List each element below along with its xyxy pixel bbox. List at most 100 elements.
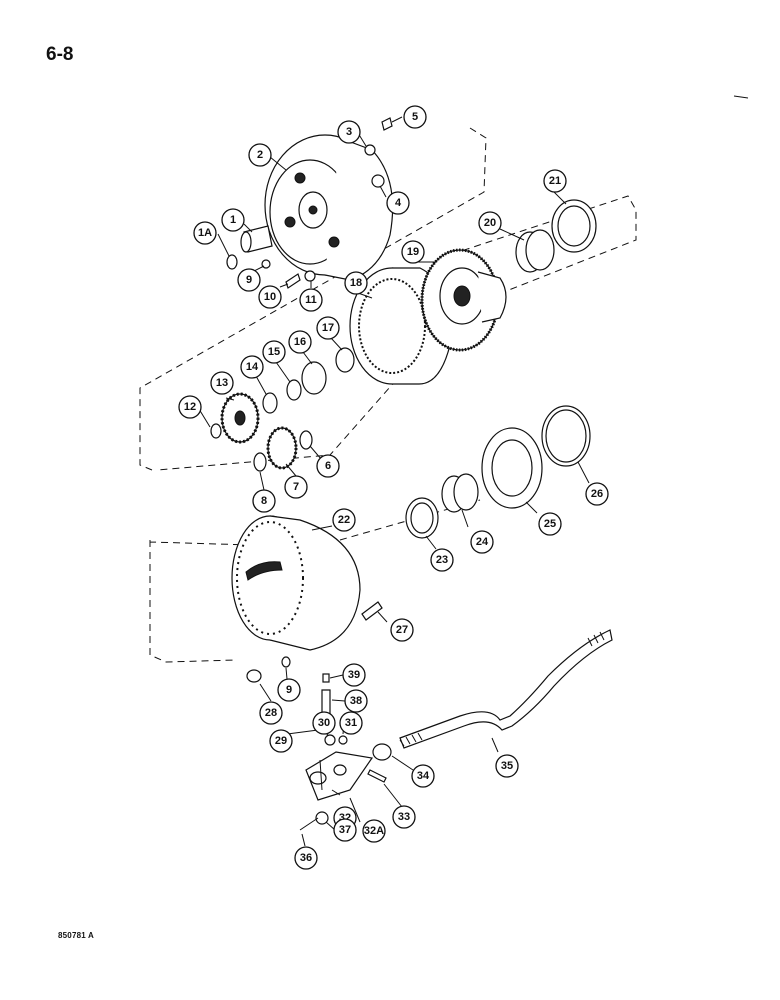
- callout-label: 5: [412, 111, 418, 123]
- callout-label: 21: [549, 175, 561, 187]
- callout-label: 16: [294, 336, 306, 348]
- washer-8-part: [253, 452, 267, 472]
- callout-label: 27: [396, 624, 408, 636]
- callout-label: 1A: [198, 227, 212, 239]
- nut-9-part: [281, 656, 291, 668]
- callout-2: 2: [248, 143, 272, 167]
- callout-label: 19: [407, 246, 419, 258]
- cotter-pin-36-part: [299, 817, 319, 831]
- steering-arm-part: [305, 751, 374, 801]
- callout-1: 1: [221, 208, 245, 232]
- bearing-cone-part: [515, 229, 555, 273]
- callout-15: 15: [262, 340, 286, 364]
- nut-17-part: [335, 347, 355, 373]
- callout-label: 37: [339, 824, 351, 836]
- callout-label: 13: [216, 377, 228, 389]
- callout-33: 33: [392, 805, 416, 829]
- callout-20: 20: [478, 211, 502, 235]
- callout-14: 14: [240, 355, 264, 379]
- callout-label: 12: [184, 401, 196, 413]
- callout-26: 26: [585, 482, 609, 506]
- callout-30: 30: [312, 711, 336, 735]
- callout-label: 10: [264, 291, 276, 303]
- fitting-5-part: [381, 117, 393, 131]
- callout-label: 34: [417, 770, 430, 782]
- washer-14-part: [262, 392, 278, 414]
- callout-label: 35: [501, 760, 513, 772]
- leader-lines: [198, 116, 590, 847]
- bearing-cup-23-part: [405, 497, 439, 539]
- callout-28: 28: [259, 701, 283, 725]
- callout-label: 33: [398, 811, 410, 823]
- callout-35: 35: [495, 754, 519, 778]
- callout-label: 6: [325, 460, 331, 472]
- callout-label: 14: [246, 361, 259, 373]
- bolt-27-part: [361, 601, 383, 621]
- plug-4-part: [371, 174, 385, 188]
- callout-label: 23: [436, 554, 448, 566]
- callout-label: 2: [257, 149, 263, 161]
- washer-15-part: [286, 379, 302, 401]
- callout-label: 38: [350, 695, 362, 707]
- seal-26-part: [541, 405, 591, 467]
- callout-label: 31: [345, 717, 357, 729]
- callout-label: 9: [246, 274, 252, 286]
- planet-carrier-part: [264, 134, 394, 281]
- callout-32A: 32A: [362, 819, 386, 843]
- callout-9-lower: 9: [277, 678, 301, 702]
- bolt-10-part: [285, 273, 301, 289]
- nut-37-part: [315, 811, 329, 825]
- nut-30-part: [324, 734, 336, 746]
- callout-16: 16: [288, 330, 312, 354]
- callout-5: 5: [403, 105, 427, 129]
- spindle-gear-part: [420, 248, 507, 352]
- callout-label: 20: [484, 217, 496, 229]
- callout-label: 9: [286, 684, 292, 696]
- figure-code: 850781 A: [58, 931, 94, 940]
- callout-8: 8: [252, 489, 276, 513]
- edge-mark: [733, 95, 749, 99]
- plug-3-part: [364, 144, 376, 156]
- nut-28-part: [246, 669, 262, 683]
- page-number: 6-8: [46, 44, 74, 65]
- callout-label: 3: [346, 126, 352, 138]
- callout-label: 36: [300, 852, 312, 864]
- planet-gear-7-part: [266, 426, 298, 470]
- callout-4: 4: [386, 191, 410, 215]
- callout-27: 27: [390, 618, 414, 642]
- callout-13: 13: [210, 371, 234, 395]
- washer-6-part: [299, 430, 313, 450]
- nut-34-part: [372, 743, 392, 761]
- tie-rod-part: [399, 629, 613, 749]
- callout-label: 1: [230, 214, 236, 226]
- callout-11: 11: [299, 288, 323, 312]
- callout-39: 39: [342, 663, 366, 687]
- washer-12-part: [210, 423, 222, 439]
- ring-gear-part: [349, 267, 454, 385]
- callout-34: 34: [411, 764, 435, 788]
- wheel-hub-part: [231, 515, 361, 651]
- bearing-16-part: [301, 361, 327, 395]
- callout-label: 15: [268, 346, 280, 358]
- callout-label: 32A: [364, 825, 384, 837]
- callout-24: 24: [470, 530, 494, 554]
- callout-label: 29: [275, 735, 287, 747]
- callout-23: 23: [430, 548, 454, 572]
- callout-29: 29: [269, 729, 293, 753]
- bolt-33-part: [367, 769, 387, 783]
- callout-7: 7: [284, 475, 308, 499]
- bearing-cup-part: [551, 199, 597, 253]
- callout-label: 22: [338, 514, 350, 526]
- callout-label: 8: [261, 495, 267, 507]
- callout-21: 21: [543, 169, 567, 193]
- callout-22: 22: [332, 508, 356, 532]
- callout-12: 12: [178, 395, 202, 419]
- callout-3: 3: [337, 120, 361, 144]
- callout-label: 7: [293, 481, 299, 493]
- planet-gear-13-part: [220, 392, 260, 444]
- callout-19: 19: [401, 240, 425, 264]
- callout-label: 11: [305, 294, 317, 306]
- pin-part: [240, 225, 273, 253]
- callout-9-upper: 9: [237, 268, 261, 292]
